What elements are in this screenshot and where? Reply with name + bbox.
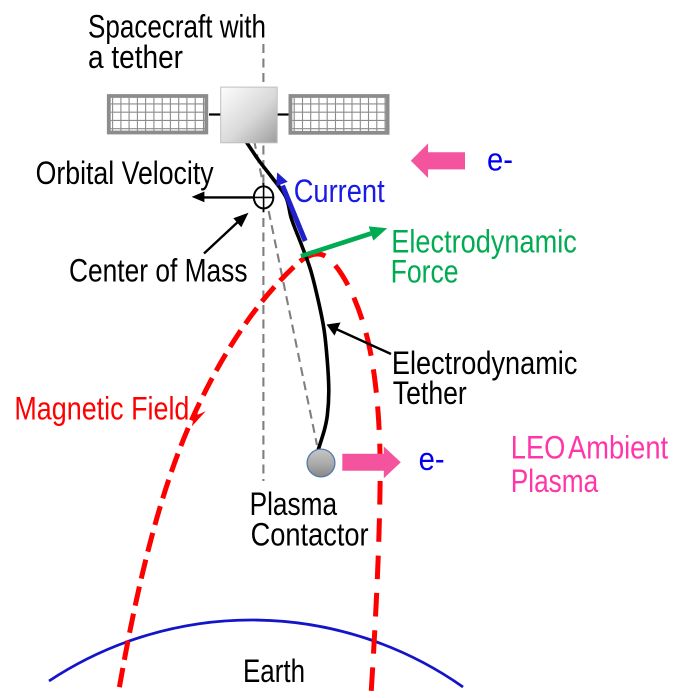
svg-text:Electrodynamic: Electrodynamic — [391, 224, 577, 260]
svg-text:Spacecraft with: Spacecraft with — [88, 9, 266, 45]
svg-text:e-: e- — [487, 141, 513, 177]
svg-text:Magnetic Field: Magnetic Field — [14, 390, 189, 426]
svg-text:Plasma: Plasma — [511, 463, 599, 499]
svg-text:LEO Ambient: LEO Ambient — [511, 430, 668, 466]
svg-text:Force: Force — [391, 254, 459, 290]
svg-text:Center of Mass: Center of Mass — [69, 252, 248, 288]
svg-text:Plasma: Plasma — [250, 486, 338, 522]
svg-text:Current: Current — [294, 173, 385, 209]
svg-text:Electrodynamic: Electrodynamic — [392, 345, 578, 381]
svg-text:Earth: Earth — [243, 653, 305, 689]
svg-text:e-: e- — [419, 441, 445, 477]
svg-text:Orbital Velocity: Orbital Velocity — [36, 155, 214, 191]
svg-text:Tether: Tether — [393, 375, 467, 411]
svg-text:Contactor: Contactor — [251, 516, 369, 552]
svg-text:a tether: a tether — [88, 39, 183, 75]
